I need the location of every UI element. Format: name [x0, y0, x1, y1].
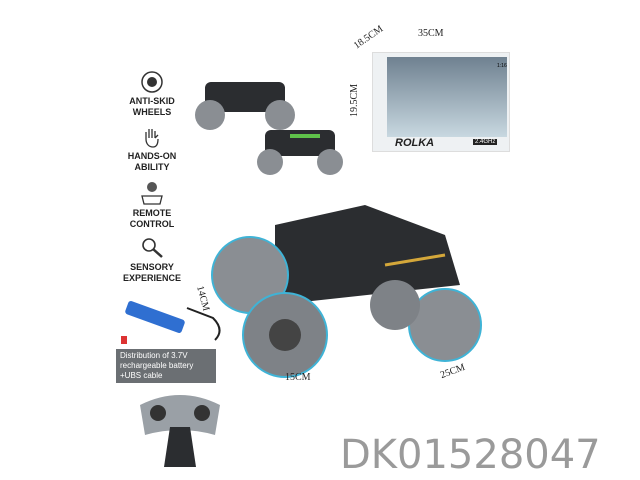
feature-label: HANDS-ON ABILITY [127, 151, 177, 172]
feature-sensory: SENSORY EXPERIENCE [112, 236, 192, 284]
product-code: DK01528047 [340, 432, 601, 478]
feature-label: REMOTE CONTROL [129, 208, 175, 229]
remote-controller-image [140, 395, 220, 467]
box-scale: 1:16 [497, 63, 507, 69]
feature-label: ANTI-SKID WHEELS [129, 96, 175, 117]
box-badge: 2.4GHz [473, 139, 498, 145]
car-image-side [195, 82, 295, 130]
box-height-label: 19.5CM [349, 83, 361, 118]
box-brand: ROLKA [395, 137, 435, 149]
box-window [387, 57, 507, 137]
hand-icon [145, 129, 159, 148]
wheel-icon [141, 71, 163, 93]
box-width-label: 35CM [418, 28, 444, 39]
feature-label: SENSORY EXPERIENCE [122, 262, 182, 283]
battery-and-cable-image [121, 301, 221, 344]
feature-hands-on: HANDS-ON ABILITY [112, 125, 192, 173]
car-image-main [211, 205, 482, 378]
box-depth-label: 18.5CM [351, 23, 386, 52]
feature-anti-skid: ANTI-SKID WHEELS [112, 70, 192, 118]
remote-control-icon [141, 182, 163, 205]
car-image-front [257, 130, 343, 175]
magnifier-icon [142, 238, 163, 258]
feature-remote: REMOTE CONTROL [112, 180, 192, 230]
accessories-caption: Distribution of 3.7V rechargeable batter… [116, 349, 216, 383]
package-box: ROLKA 2.4GHz 1:16 [372, 52, 510, 152]
car-width-label: 15CM [285, 372, 311, 383]
